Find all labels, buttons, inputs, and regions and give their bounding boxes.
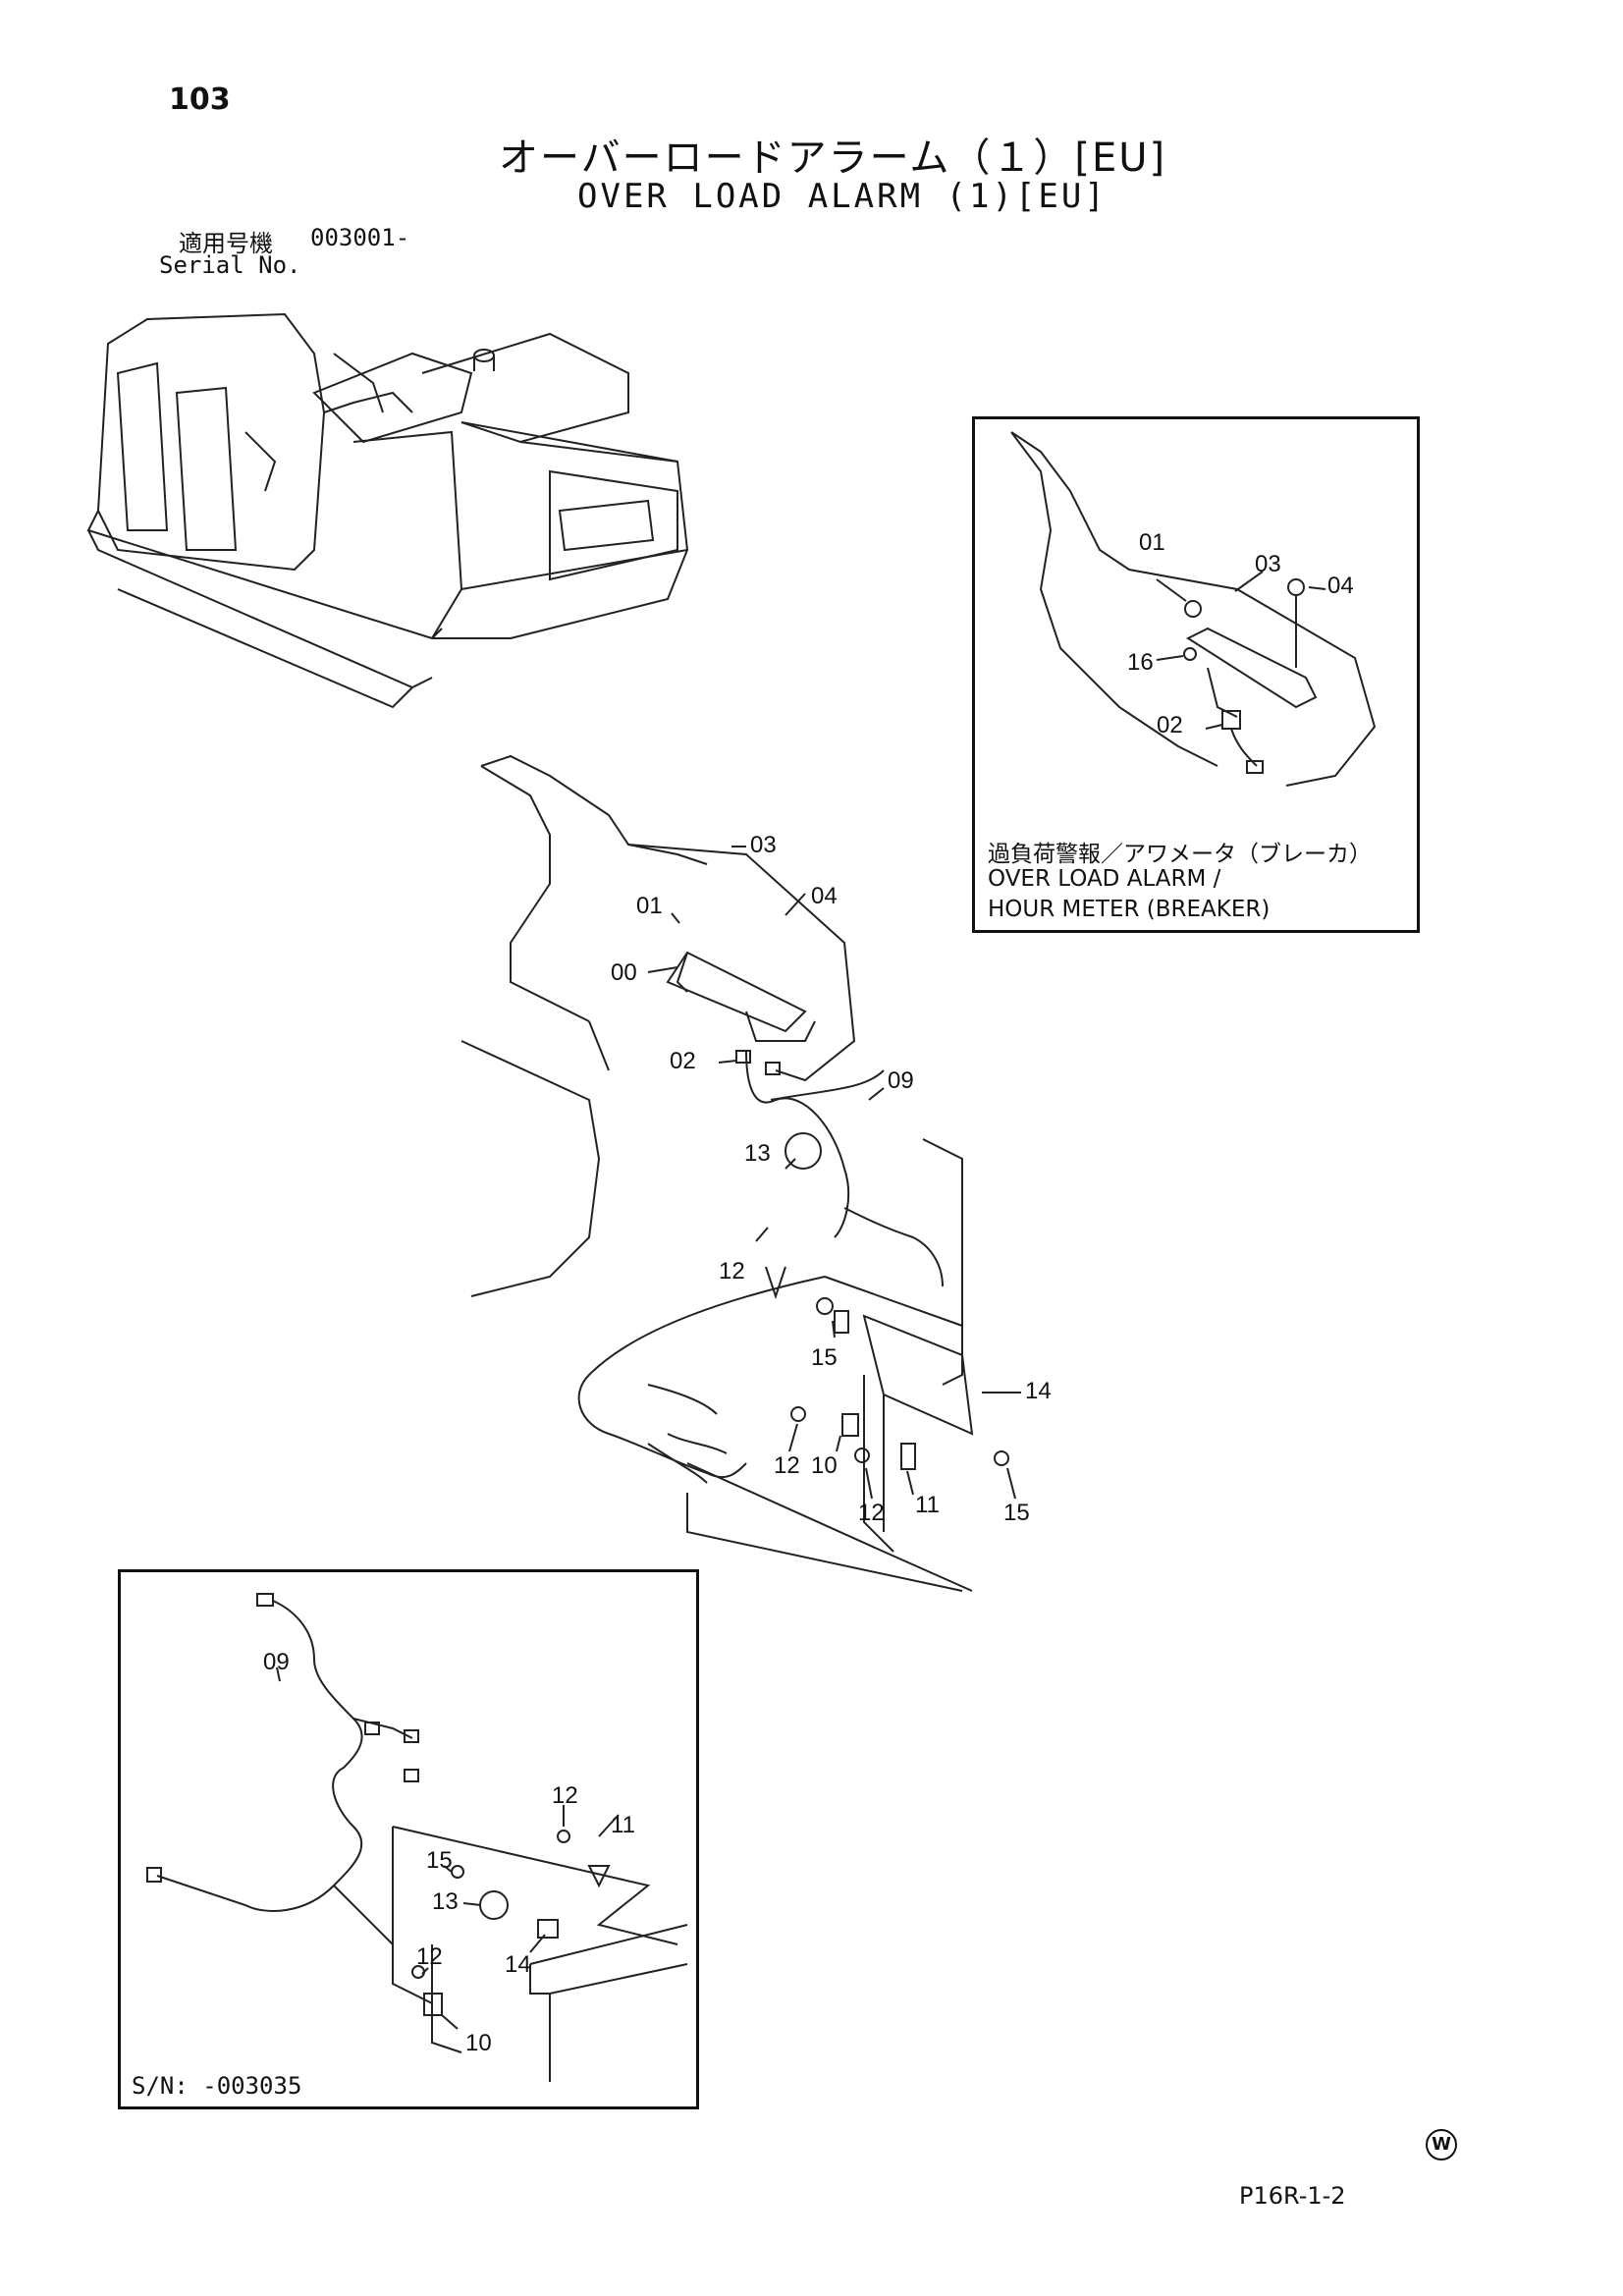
callout-label: 12 xyxy=(719,1258,745,1285)
callout-label: 15 xyxy=(811,1344,838,1371)
callout-label: 09 xyxy=(888,1067,914,1094)
callout-label: 15 xyxy=(426,1847,453,1874)
callout-label: 16 xyxy=(1127,649,1154,676)
w-mark-symbol: W xyxy=(1426,2129,1457,2160)
main-console-illustration xyxy=(460,754,856,1297)
callout-label: 01 xyxy=(1139,529,1165,556)
callout-label: 02 xyxy=(1157,712,1183,738)
inset-top-frame xyxy=(972,416,1420,933)
callout-label: 12 xyxy=(774,1452,800,1479)
callout-label: 03 xyxy=(1255,551,1281,577)
callout-label: 03 xyxy=(750,832,777,858)
callout-label: 11 xyxy=(611,1812,635,1838)
page-title-jp: オーバーロードアラーム（１）[EU] xyxy=(499,136,1167,181)
inset-bottom-callouts: 09 12 11 15 13 14 12 10 xyxy=(263,1649,635,2056)
inset-bottom-frame xyxy=(118,1569,699,2109)
callout-label: 04 xyxy=(811,883,838,909)
inset-top-callouts: 01 03 04 16 02 xyxy=(1127,529,1354,738)
callout-label: 09 xyxy=(263,1649,290,1675)
callout-label: 04 xyxy=(1327,573,1354,599)
page-title-en: OVER LOAD ALARM (1)[EU] xyxy=(577,177,1108,216)
inset-bottom-serial-label: S/N: -003035 xyxy=(132,2072,302,2100)
callout-label: 13 xyxy=(432,1888,459,1915)
callout-label: 15 xyxy=(1003,1500,1030,1526)
callout-label: 00 xyxy=(611,959,637,986)
callout-label: 14 xyxy=(1025,1378,1052,1404)
callout-label: 13 xyxy=(744,1140,771,1167)
main-callouts: 03 01 04 00 02 09 13 12 15 14 12 10 12 1… xyxy=(611,832,1052,1526)
callout-label: 02 xyxy=(670,1048,696,1074)
inset-top-caption-en-1: OVER LOAD ALARM / xyxy=(988,866,1221,892)
callout-label: 14 xyxy=(505,1951,531,1978)
page-number: 103 xyxy=(169,82,231,117)
footer-page-code: P16R-1-2 xyxy=(1239,2182,1346,2210)
inset-top-caption-en-2: HOUR METER (BREAKER) xyxy=(988,897,1271,922)
callout-label: 10 xyxy=(811,1452,838,1479)
excavator-illustration xyxy=(86,312,689,709)
serial-label-en: Serial No. xyxy=(159,251,301,279)
serial-value: 003001- xyxy=(310,224,410,251)
main-harness-illustration xyxy=(577,1050,1009,1592)
callout-label: 10 xyxy=(465,2030,492,2056)
callout-label: 01 xyxy=(636,893,663,919)
callout-label: 12 xyxy=(416,1943,443,1970)
callout-label: 12 xyxy=(552,1782,578,1809)
inset-bottom-illustration xyxy=(146,1593,688,2082)
inset-top-illustration xyxy=(1010,431,1377,787)
callout-label: 11 xyxy=(915,1492,940,1518)
inset-top-caption-jp: 過負荷警報／アワメータ（ブレーカ） xyxy=(988,842,1372,867)
callout-label: 12 xyxy=(858,1500,885,1526)
serial-label-jp: 適用号機 xyxy=(179,230,273,257)
leader-lines xyxy=(276,571,1326,2030)
